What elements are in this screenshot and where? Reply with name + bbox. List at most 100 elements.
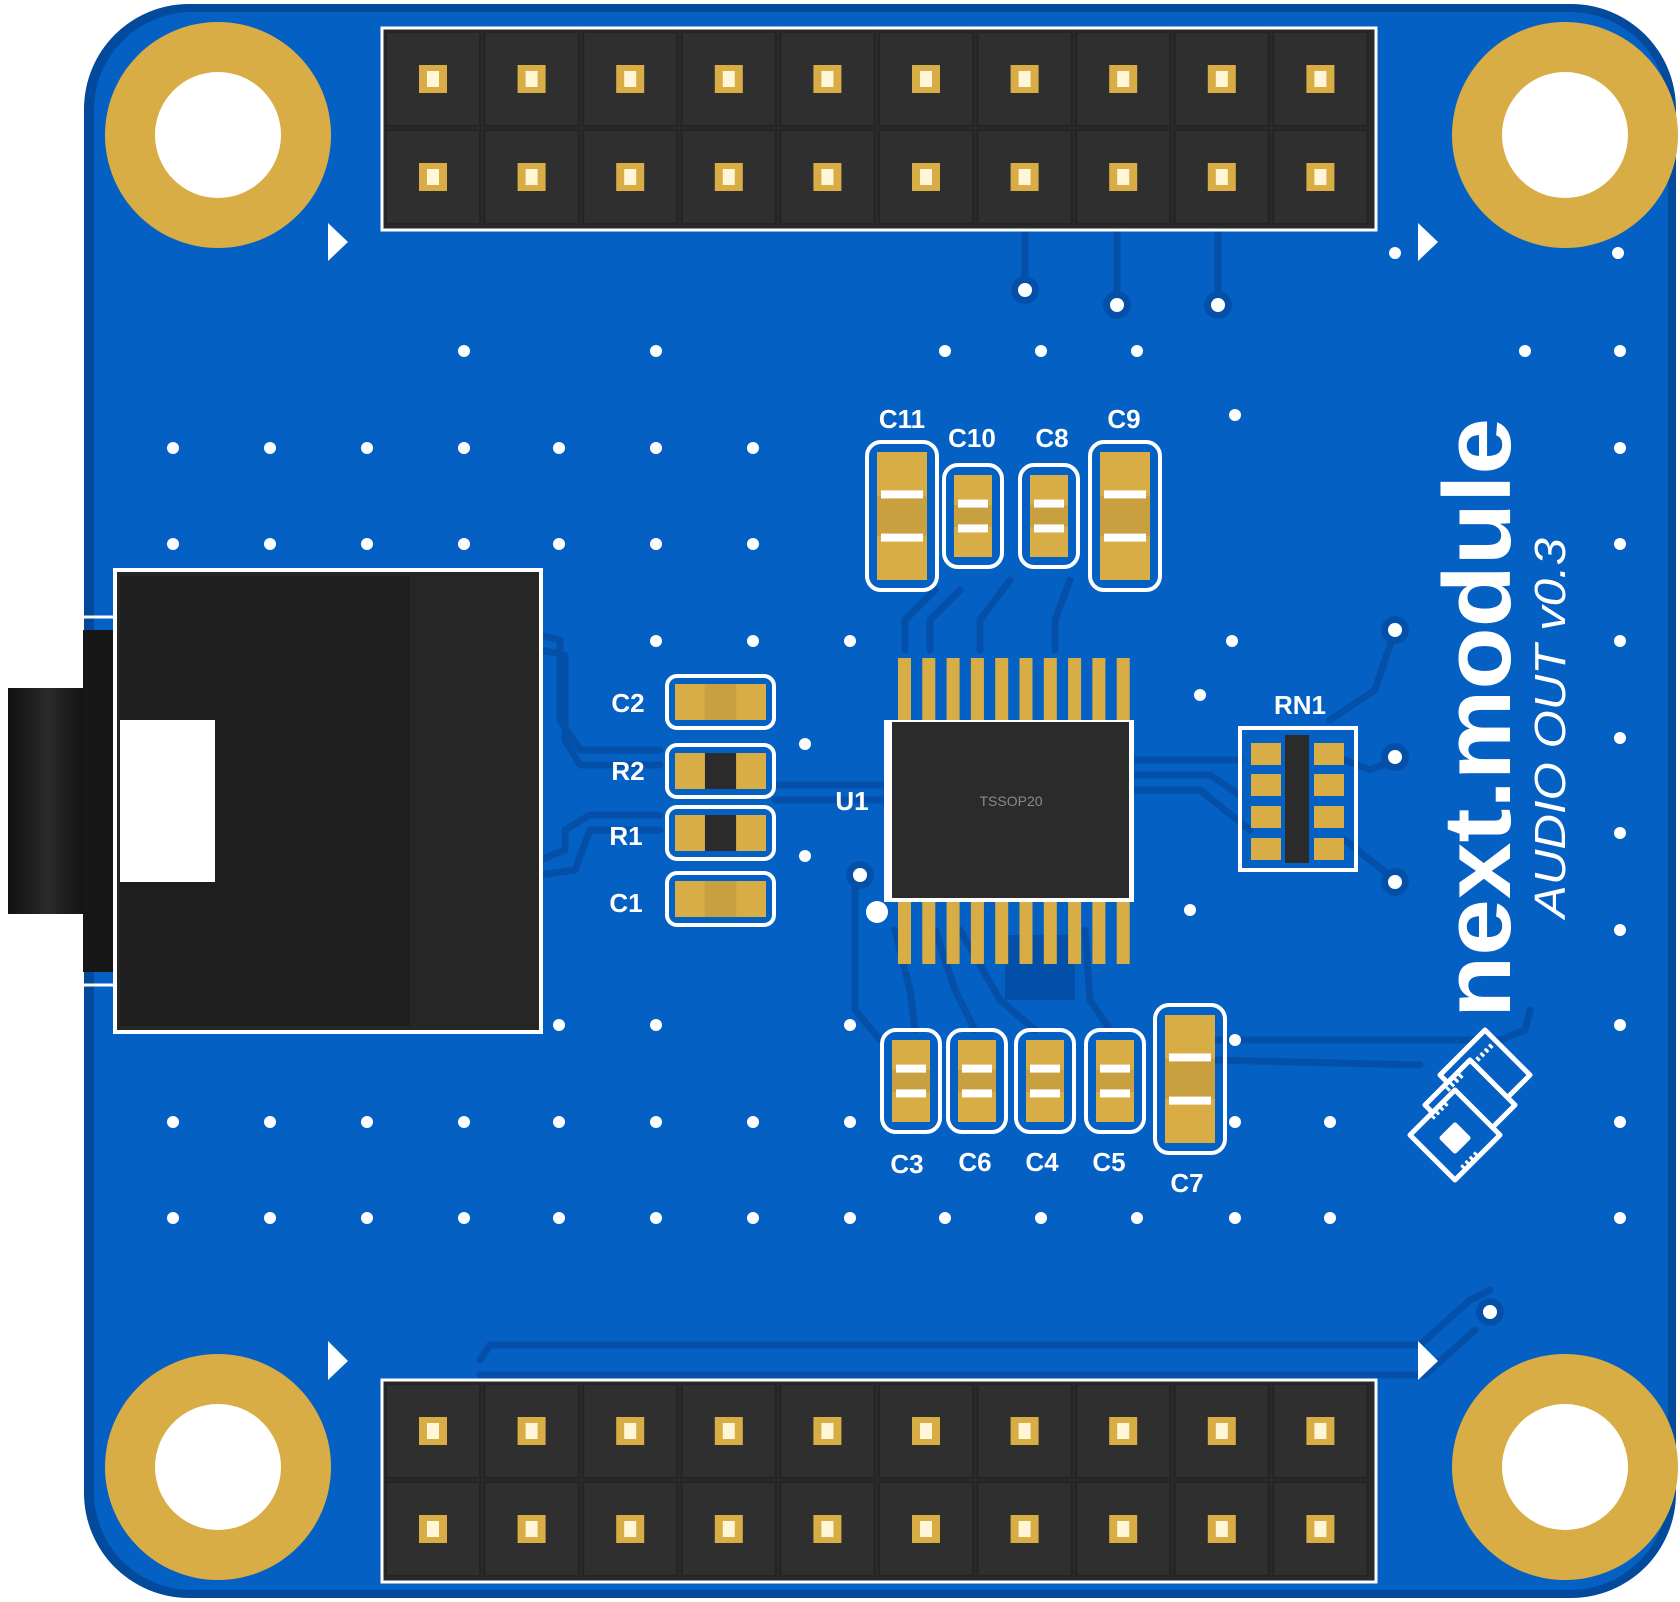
ic-pin: [995, 902, 1009, 964]
capacitor-edge: [1104, 533, 1146, 542]
capacitor-edge: [1169, 1096, 1211, 1105]
signal-vias: [846, 276, 1504, 1326]
capacitor-pad: [1165, 1015, 1215, 1060]
header-pin-tip: [1018, 169, 1031, 185]
capacitor-edge: [1034, 524, 1064, 533]
designator-c4: C4: [1025, 1147, 1059, 1177]
header-pin-tip: [624, 1521, 637, 1537]
capacitor-pad: [877, 535, 927, 580]
capacitor-body: [1026, 1070, 1064, 1092]
brand-name: next.module: [1424, 418, 1531, 1018]
pad: [675, 753, 705, 789]
header-pin-tip: [1117, 1521, 1130, 1537]
capacitor-edge: [1104, 490, 1146, 499]
ic-pin: [1068, 902, 1082, 964]
designator-c8: C8: [1035, 423, 1068, 453]
pad: [675, 881, 705, 917]
ic-pin: [1116, 658, 1130, 720]
header-pin-tip: [1117, 169, 1130, 185]
header-pin-tip: [525, 71, 538, 87]
capacitor-body: [954, 505, 992, 527]
ic-pin: [1043, 902, 1057, 964]
header-pin-tip: [722, 1521, 735, 1537]
header-pin-tip: [1314, 169, 1327, 185]
header-pin-tip: [920, 169, 932, 185]
capacitor-body: [1030, 505, 1068, 527]
triangle-marker-icon: [328, 223, 1438, 1380]
capacitor-body: [877, 496, 927, 536]
capacitor-body: [704, 684, 737, 720]
ic-pin: [1092, 658, 1106, 720]
ic-pin: [1092, 902, 1106, 964]
capacitor-outline: [1153, 1003, 1227, 1155]
capacitor-outline: [665, 871, 776, 927]
stacked-modules-logo-icon: [1407, 1027, 1533, 1183]
header-pin-tip: [427, 71, 439, 87]
ic-pin: [898, 902, 911, 964]
header-pin-tip: [920, 1423, 932, 1439]
pad: [675, 815, 705, 851]
capacitor-outline: [946, 1028, 1008, 1134]
capacitor-outline: [1014, 1028, 1076, 1134]
header-pin-tip: [427, 1521, 439, 1537]
header-pin-tip: [1117, 1423, 1130, 1439]
ic-pin: [995, 658, 1009, 720]
ic-pin: [970, 902, 984, 964]
designator-c5: C5: [1092, 1147, 1125, 1177]
header-pin-tip: [624, 169, 637, 185]
pin-header-top: [380, 26, 1378, 232]
header-pin-tip: [1215, 1521, 1228, 1537]
ic-pin: [1019, 658, 1033, 720]
capacitor-edge: [1169, 1053, 1211, 1062]
ic-pin: [898, 658, 911, 720]
header-pin: [1173, 1481, 1270, 1577]
designator-c1: C1: [609, 888, 642, 918]
capacitor-edge: [1100, 1064, 1130, 1073]
ground-pour: [1005, 935, 1075, 1000]
capacitor-edge: [958, 499, 988, 508]
header-pin-tip: [1018, 1423, 1031, 1439]
header-pin-tip: [1215, 71, 1228, 87]
capacitor-outline: [880, 1028, 942, 1134]
capacitor-edge: [881, 533, 923, 542]
capacitor-edge: [1034, 499, 1064, 508]
header-pin-tip: [427, 169, 439, 185]
capacitor-edge: [1100, 1089, 1130, 1098]
capacitor-edge: [896, 1089, 926, 1098]
capacitor-outline: [865, 440, 939, 592]
capacitor-outline: [665, 674, 776, 730]
ic-pin: [1043, 658, 1057, 720]
capacitor-body: [892, 1070, 930, 1092]
ic-pin: [970, 658, 984, 720]
capacitor-outline: [942, 463, 1004, 569]
fiducial-dot: [866, 901, 888, 923]
capacitor-edge: [962, 1064, 992, 1073]
ic-package-label: TSSOP20: [979, 793, 1042, 809]
capacitor-edge: [1030, 1064, 1060, 1073]
header-pin-tip: [624, 1423, 637, 1439]
capacitor-body: [1096, 1070, 1134, 1092]
header-pin-tip: [821, 1521, 834, 1537]
resistor-body: [704, 753, 737, 789]
header-pin-tip: [525, 169, 538, 185]
pin-header-bottom: [380, 1378, 1378, 1584]
resistor-outline: [665, 743, 776, 799]
pad: [736, 753, 766, 789]
ic-pin: [922, 902, 936, 964]
capacitor-body: [1100, 496, 1150, 536]
capacitor-edge: [896, 1064, 926, 1073]
product-label: AUDIO OUT v0.3: [1526, 537, 1575, 921]
passive-components: [665, 440, 1227, 1155]
header-pin-tip: [722, 71, 735, 87]
capacitor-body: [704, 881, 737, 917]
capacitor-body: [958, 1070, 996, 1092]
header-pin-tip: [525, 1423, 538, 1439]
header-pin-tip: [1018, 1521, 1031, 1537]
capacitor-outline: [1088, 440, 1162, 592]
header-pin: [483, 1383, 580, 1479]
designator-c2: C2: [611, 688, 644, 718]
header-pin-tip: [722, 169, 735, 185]
resistor-outline: [665, 805, 776, 861]
